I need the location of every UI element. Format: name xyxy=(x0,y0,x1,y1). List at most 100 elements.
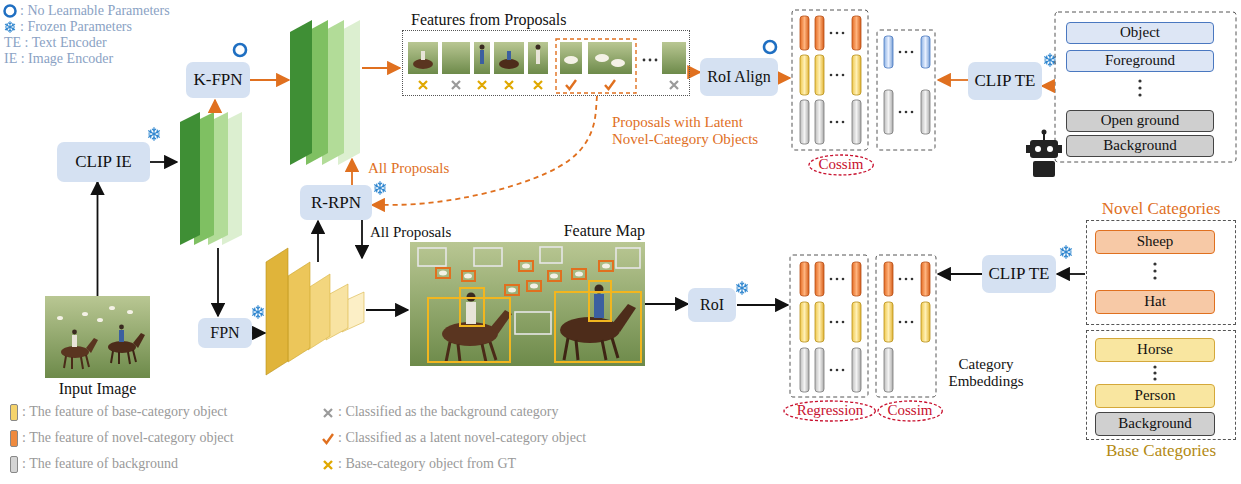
embedding-columns xyxy=(842,369,845,372)
embedding-columns xyxy=(815,55,824,95)
annotation-label: Category Embeddings xyxy=(940,356,1032,391)
proposal-thumbnails xyxy=(474,42,490,74)
legend-entry: : Base-category object from GT xyxy=(338,456,516,472)
annotation-label: All Proposals xyxy=(368,160,449,177)
robot-icon xyxy=(1026,145,1030,153)
embedding-columns xyxy=(836,278,839,281)
node-label: R-RPN xyxy=(311,193,361,213)
proposal-thumbnails xyxy=(408,39,686,93)
legend-text: : Classified as the background category xyxy=(338,404,558,420)
module-box: RoI xyxy=(688,288,736,322)
input-photo xyxy=(45,296,150,378)
proposal-thumbnails xyxy=(649,59,652,62)
embedding-columns xyxy=(830,121,833,124)
feature-map-photo xyxy=(460,288,484,326)
robot-icon xyxy=(1058,145,1062,153)
metric-ellipse: Regression xyxy=(783,400,876,422)
proposal-thumbnails xyxy=(564,56,578,64)
module-box: FPN xyxy=(198,318,252,348)
embedding-columns xyxy=(884,348,893,392)
feature-map-photo xyxy=(418,247,640,334)
parameter-icons xyxy=(148,128,161,141)
proposal-thumbnails xyxy=(507,51,511,60)
robot-icon xyxy=(1033,161,1055,177)
module-box: CLIP IE xyxy=(57,142,150,182)
proposal-thumbnails xyxy=(662,42,686,74)
embedding-columns xyxy=(815,100,824,144)
flow-arrows xyxy=(217,248,219,316)
node-label: FPN xyxy=(210,324,239,342)
flow-arrows xyxy=(150,161,177,163)
parameter-icons xyxy=(252,306,265,319)
parameter-icons xyxy=(736,282,749,295)
input-photo xyxy=(127,310,133,314)
parameter-icons xyxy=(764,41,776,53)
parameter-icons xyxy=(374,182,387,195)
embedding-columns xyxy=(830,369,833,372)
robot-icon xyxy=(1030,140,1058,158)
embedding-columns xyxy=(1153,377,1156,380)
legend-text: : Classified as a latent novel-category … xyxy=(338,430,586,446)
feature-map-photo xyxy=(410,242,645,366)
feature-map-photo xyxy=(572,269,586,279)
embedding-columns xyxy=(911,111,914,114)
feature-map-photo xyxy=(464,274,472,279)
embedding-columns xyxy=(884,262,893,296)
embedding-columns xyxy=(905,111,908,114)
category-box: Person xyxy=(1095,384,1215,408)
legend-entry: : Classified as a latent novel-category … xyxy=(338,430,586,446)
embedding-columns xyxy=(1153,276,1156,279)
node-label: CLIP TE xyxy=(989,264,1050,284)
embedding-columns xyxy=(899,111,902,114)
feature-map-photo xyxy=(550,274,558,279)
metric-ellipse: Cossim xyxy=(877,400,943,422)
connector-arrow xyxy=(690,71,700,73)
embedding-columns xyxy=(790,255,868,397)
input-photo xyxy=(45,296,150,378)
legend-entry: : The feature of background xyxy=(10,456,178,473)
embedding-columns xyxy=(1138,86,1141,89)
embedding-columns xyxy=(790,10,1236,397)
feature-map-photo xyxy=(616,248,640,268)
module-box: CLIP TE xyxy=(968,62,1043,100)
proposal-thumbnails xyxy=(556,39,636,93)
flow-arrows xyxy=(938,79,969,81)
legend-symbols xyxy=(5,6,16,17)
proposal-thumbnails xyxy=(536,50,540,64)
feature-map-photo xyxy=(548,271,561,281)
flow-arrows xyxy=(1057,273,1085,275)
node-label: Background xyxy=(1103,137,1176,154)
proposal-thumbnails xyxy=(528,42,548,74)
input-photo xyxy=(86,338,98,353)
feature-stack xyxy=(180,112,200,245)
embedding-columns xyxy=(921,36,930,68)
embedding-columns xyxy=(800,302,809,342)
feature-pyramid xyxy=(308,274,330,350)
feature-map-photo xyxy=(527,281,541,291)
embedding-columns xyxy=(792,10,868,150)
parameter-icons xyxy=(1044,54,1057,67)
embedding-columns xyxy=(836,74,839,77)
category-box: Sheep xyxy=(1095,230,1215,254)
proposal-thumbnails xyxy=(494,42,524,74)
legend-symbols xyxy=(324,461,332,469)
node-label: Open ground xyxy=(1101,112,1180,129)
legend-swatch xyxy=(10,456,18,473)
embedding-columns xyxy=(836,121,839,124)
embedding-columns xyxy=(815,16,824,50)
feature-map-photo xyxy=(522,264,530,269)
embedding-columns xyxy=(1153,269,1156,272)
flow-arrows xyxy=(214,100,216,112)
prompt-box: Background xyxy=(1066,135,1214,157)
embedding-columns xyxy=(800,55,809,95)
legend-symbols xyxy=(5,6,334,470)
embedding-columns xyxy=(876,255,936,397)
embedding-columns xyxy=(842,74,845,77)
group-frame: Novel CategoriesSheepHat xyxy=(1086,220,1236,325)
feature-map-photo xyxy=(519,261,533,271)
legend-entry: : No Learnable Parameters xyxy=(20,3,170,19)
embedding-columns xyxy=(921,302,930,342)
embedding-columns xyxy=(852,100,861,144)
flow-arrows xyxy=(351,159,353,185)
